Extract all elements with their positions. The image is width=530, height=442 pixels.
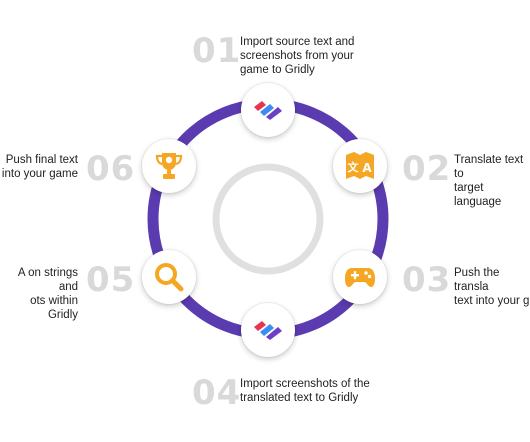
inner-ring [212,163,324,275]
step-01-label: Import source text and screenshots from … [240,36,355,76]
step-01-number: 01 [192,31,242,71]
step-02-label: Translate text to target language [454,154,524,208]
step-03-label: Push the transla text into your g [454,267,530,307]
step-04-label: Import screenshots of the translated tex… [240,378,370,404]
gridly-logo-icon [254,321,282,340]
step-02-number: 02 [402,149,452,189]
step-04-number: 04 [192,373,242,413]
step-05-number: 05 [86,260,136,300]
trophy-icon [155,153,183,179]
step-03-number: 03 [402,260,452,300]
step-06-label: Push final text into your game [1,154,78,180]
svg-text:文: 文 [348,160,360,174]
step-01-node [241,83,295,137]
step-04-node [241,303,295,357]
gridly-logo-icon [254,101,282,120]
step-05-label: A on strings and ots within Gridly [17,267,78,321]
svg-text:A: A [362,161,372,175]
step-02-node: 文 A [333,139,387,193]
gamepad-icon [345,268,375,287]
step-06-number: 06 [86,149,136,189]
step-06-node [142,139,196,193]
translate-icon: 文 A [346,152,374,179]
step-05-node [142,250,196,304]
step-03-node [333,250,387,304]
magnifier-icon [155,263,184,292]
